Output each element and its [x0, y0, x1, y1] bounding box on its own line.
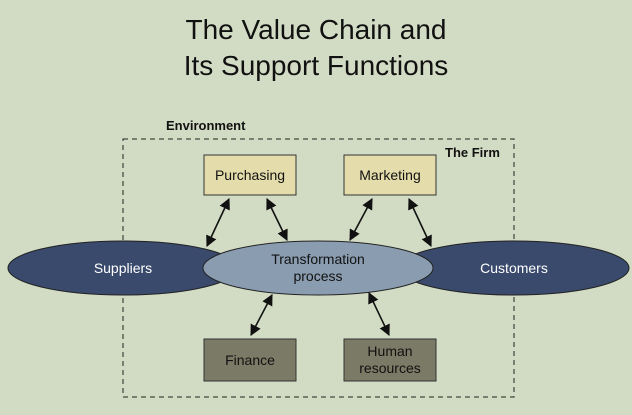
transformation-label-line2: process [293, 268, 342, 284]
purchasing-box [203, 154, 297, 196]
human-resources-label-line1: Human [367, 343, 412, 359]
slide-title: The Value Chain and Its Support Function… [0, 12, 632, 84]
customers-label: Customers [480, 260, 548, 276]
arrow-purchasing-suppliers [206, 197, 230, 248]
purchasing-label: Purchasing [215, 167, 285, 183]
title-line-2: Its Support Functions [183, 50, 449, 81]
finance-label: Finance [225, 352, 275, 368]
human-resources-label-line2: resources [359, 360, 420, 376]
human-resources-box [343, 338, 437, 382]
arrow-marketing-transformation [349, 198, 373, 241]
suppliers-label: Suppliers [94, 260, 152, 276]
finance-box [203, 338, 297, 382]
arrow-transformation-finance [250, 294, 273, 336]
marketing-label: Marketing [359, 167, 420, 183]
title-line-1: The Value Chain and [185, 14, 447, 45]
transformation-label-line1: Transformation [271, 251, 365, 267]
arrow-purchasing-transformation [266, 197, 288, 242]
transformation-ellipse [202, 240, 434, 296]
environment-label: Environment [166, 118, 246, 133]
firm-label: The Firm [445, 145, 500, 160]
arrow-marketing-customers [408, 197, 432, 248]
arrow-transformation-hr [368, 291, 390, 337]
marketing-box [343, 154, 437, 196]
